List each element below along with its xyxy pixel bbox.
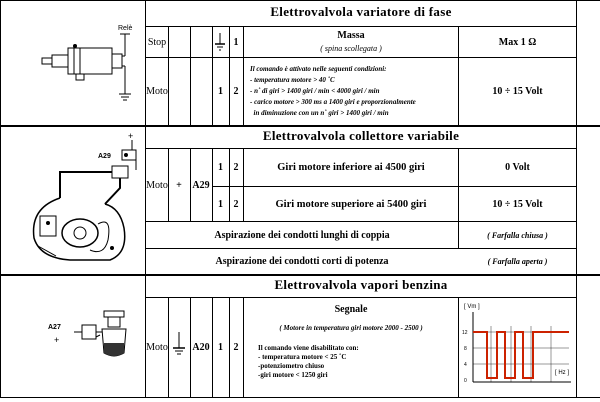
moto-label-3: Moto	[146, 342, 168, 353]
disable-line: Il comando viene disabilitato con:	[258, 344, 359, 352]
section2-title: Elettrovalvola collettore variabile	[262, 128, 460, 143]
disable-line: - temperatura motore < 25 ˚C	[258, 353, 347, 361]
ground-icon-3	[168, 330, 190, 360]
condition-line: - carico motore > 300 ms a 1400 giri e p…	[250, 98, 416, 106]
signal-title: Segnale	[334, 303, 368, 315]
ground-icon	[212, 30, 229, 54]
section1-title: Elettrovalvola variatore di fase	[270, 4, 452, 19]
row1-pin: 1	[233, 36, 239, 48]
s2-row2-pin1: 1	[218, 198, 223, 210]
rele-label: Relè	[118, 25, 133, 32]
signal-subtitle: ( Motore in temperatura giri motore 2000…	[279, 324, 423, 332]
s3-pin1: 1	[218, 342, 223, 353]
disable-conditions: Il comando viene disabilitato con: - tem…	[258, 344, 456, 394]
a29-label: A29	[98, 153, 111, 160]
aspiration-short-note: ( Farfalla aperta )	[487, 257, 548, 266]
disable-line: -potenziometro chiuso	[258, 362, 325, 370]
aspiration-long: Aspirazione dei condotti lunghi di coppi…	[214, 229, 390, 241]
a20-cell: A20	[192, 342, 210, 353]
s2-row2-desc: Giri motore superiore ai 5400 giri	[275, 198, 427, 210]
solenoid-valve-illustration: Relè	[30, 18, 140, 106]
signal-waveform	[473, 331, 569, 379]
fuel-vapor-valve-illustration: A27 +	[44, 305, 140, 365]
scope-tick: 0	[464, 378, 467, 384]
s2-row2-value: 10 ÷ 15 Volt	[492, 198, 543, 210]
signal-scope: [ Vm ] [ Hz ] 12 8 4 0	[459, 298, 576, 397]
condition-line: - temperatura motore > 40 ˚C	[250, 76, 335, 84]
aspiration-short: Aspirazione dei condotti corti di potenz…	[215, 256, 389, 267]
moto-label-1: Moto	[146, 86, 168, 97]
a29-cell: A29	[192, 179, 210, 191]
condition-line: in diminuzione con un n˚ giri > 1400 gir…	[250, 109, 389, 117]
scope-tick: 4	[464, 362, 467, 368]
scope-tick: 8	[464, 346, 467, 352]
s2-row1-pin2: 2	[233, 162, 239, 173]
activation-conditions: Il comando è attivato nelle seguenti con…	[250, 64, 458, 122]
condition-line: - n˚ di giri > 1400 giri / min < 4000 gi…	[250, 87, 380, 95]
row2-pin1: 1	[218, 86, 223, 97]
disable-line: -giri motore < 1250 giri	[258, 371, 328, 379]
plus-sign-3: +	[54, 335, 59, 345]
plus-cell: +	[176, 179, 182, 191]
condition-line: Il comando è attivato nelle seguenti con…	[250, 65, 387, 73]
row2-value: 10 ÷ 15 Volt	[492, 86, 543, 97]
s2-row2-pin2: 2	[233, 198, 239, 210]
scope-tick: 12	[462, 330, 468, 336]
a27-label: A27	[48, 324, 61, 331]
plus-sign: +	[128, 131, 133, 141]
intake-manifold-illustration: + A29	[20, 128, 142, 272]
scope-y-unit: [ Vm ]	[464, 304, 480, 310]
s2-row1-pin1: 1	[218, 162, 223, 173]
s2-row1-desc: Giri motore inferiore ai 4500 giri	[277, 162, 425, 173]
scope-x-unit: [ Hz ]	[555, 370, 569, 376]
stop-label: Stop	[147, 36, 167, 48]
moto-label-2: Moto	[146, 179, 168, 191]
row2-pin2: 2	[233, 86, 239, 97]
section3-title: Elettrovalvola vapori benzina	[274, 277, 448, 292]
s3-pin2: 2	[233, 342, 239, 353]
massa-label: Massa	[337, 29, 365, 41]
s2-row1-value: 0 Volt	[505, 162, 530, 173]
massa-value: Max 1 Ω	[498, 36, 537, 48]
massa-note: ( spina scollegata )	[320, 43, 382, 53]
aspiration-long-note: ( Farfalla chiusa )	[487, 230, 548, 240]
